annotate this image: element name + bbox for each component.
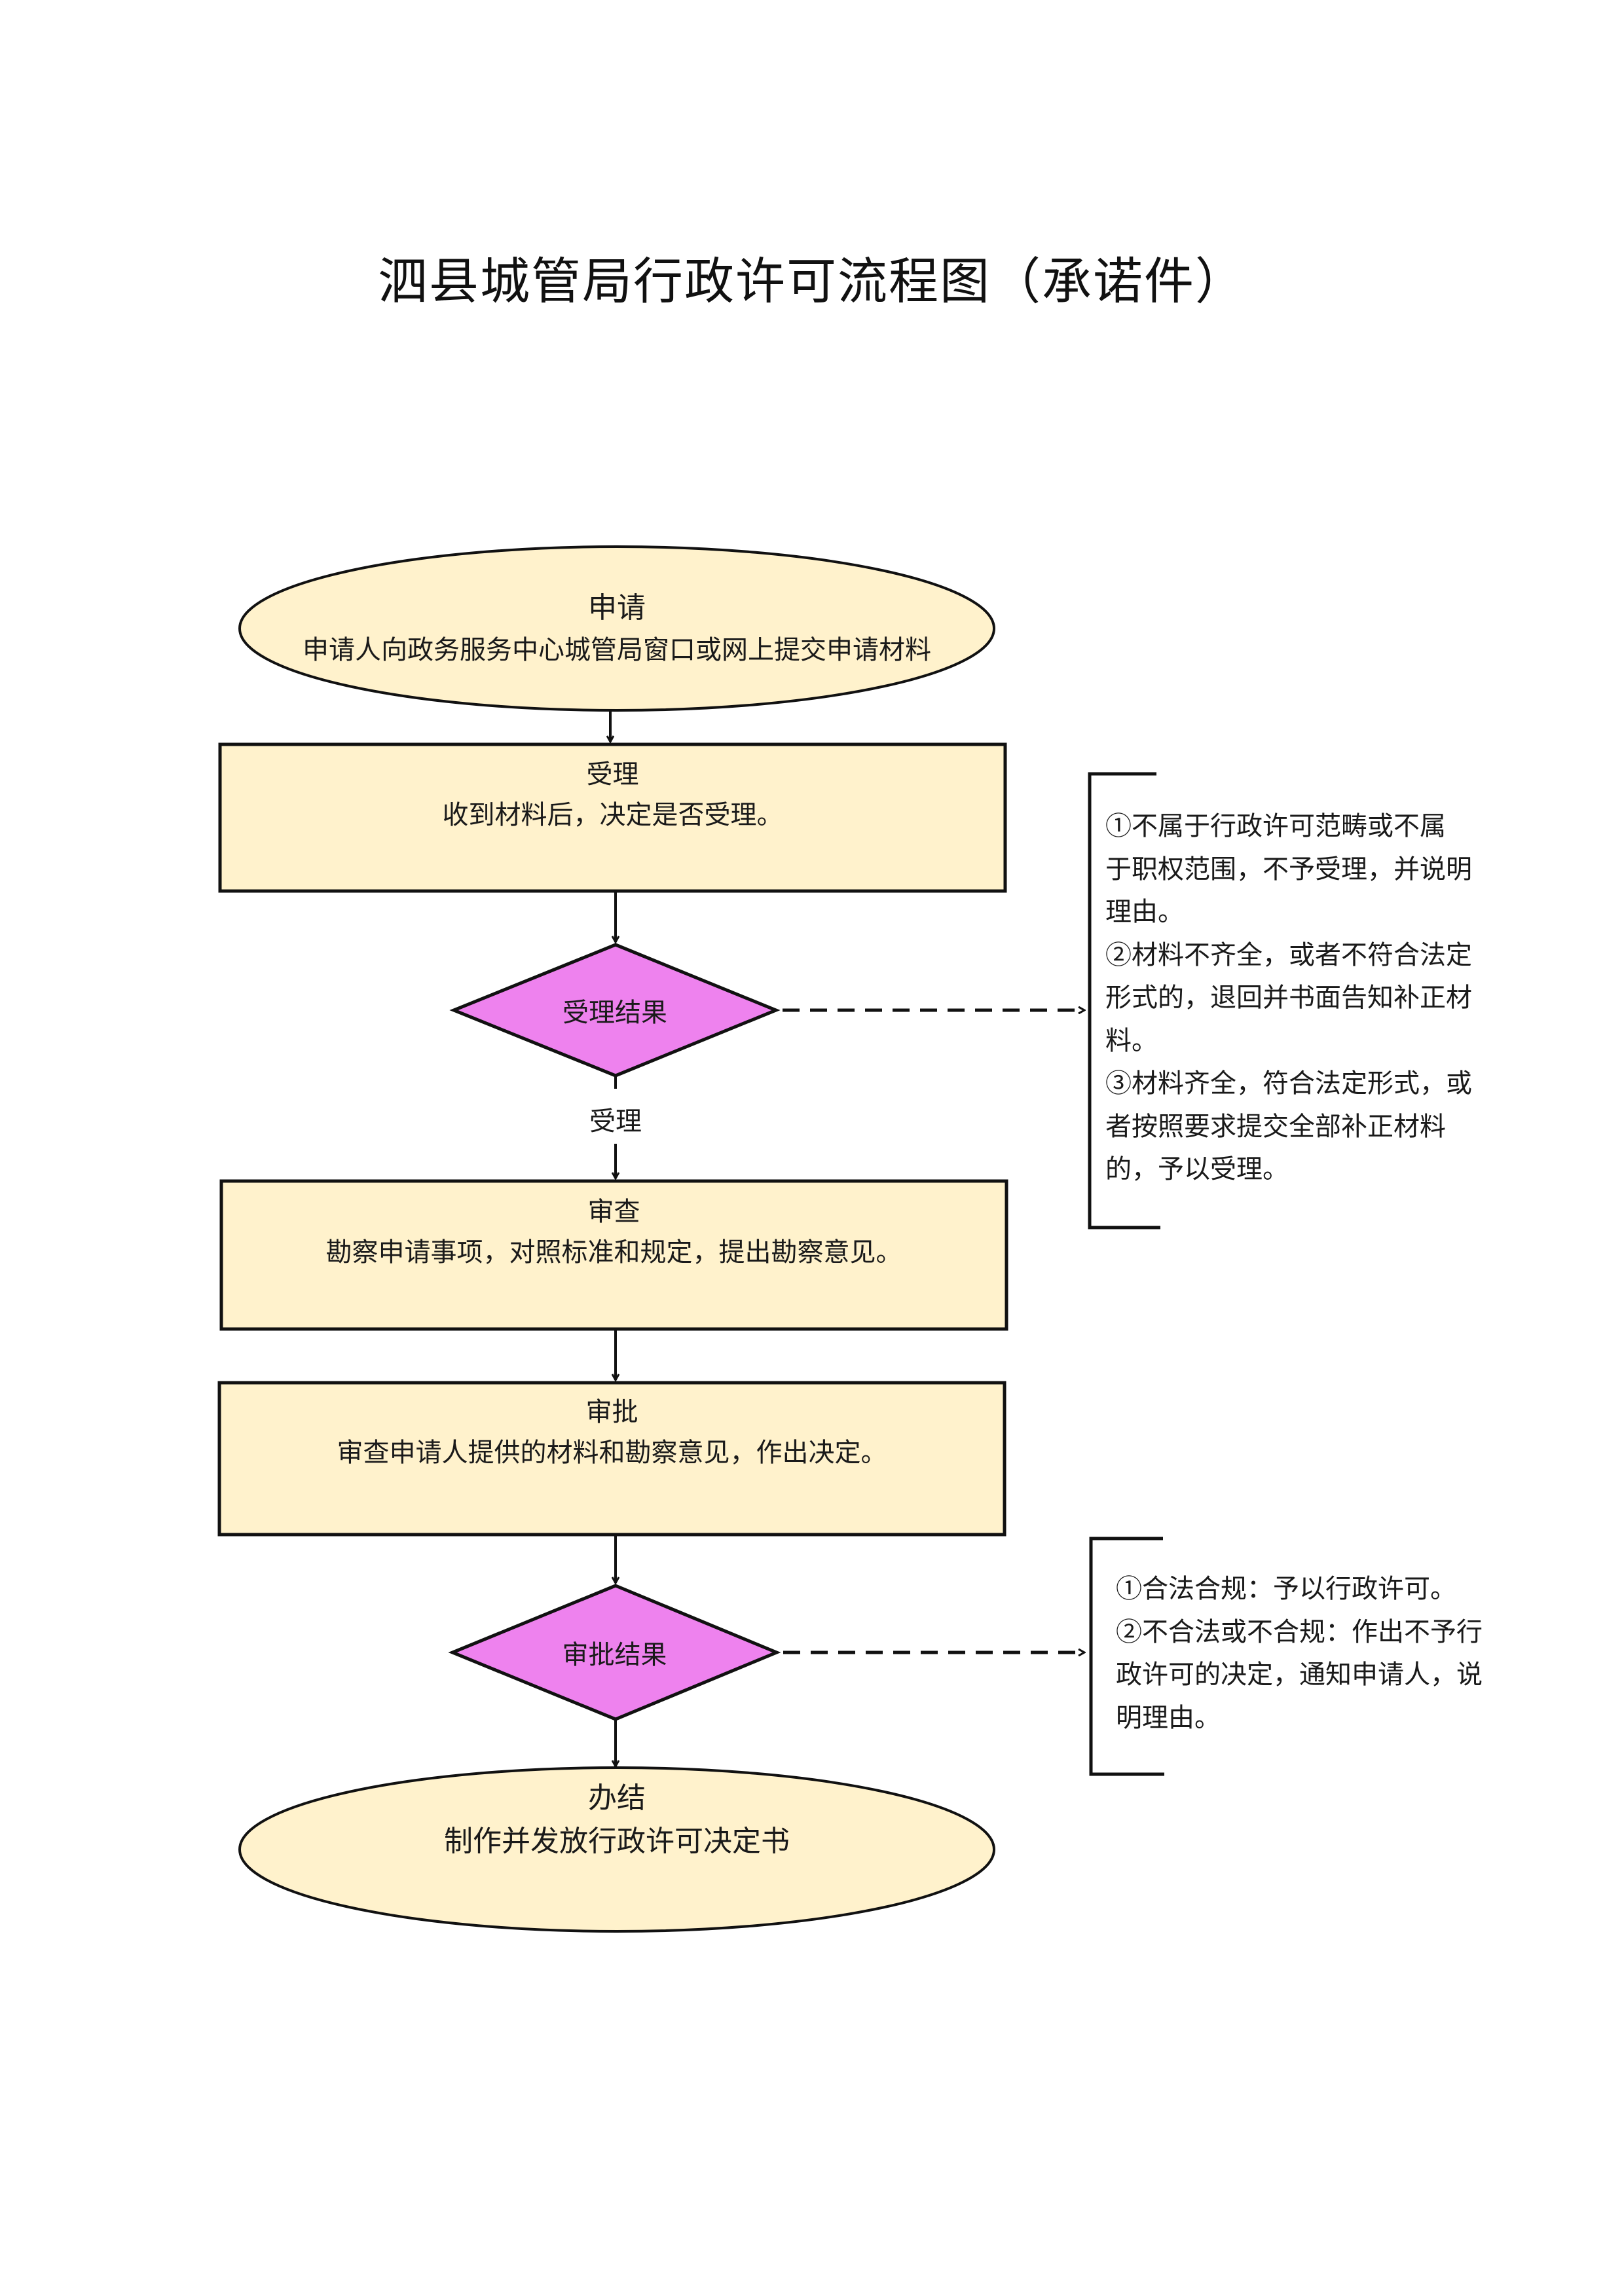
start-ellipse (238, 545, 995, 712)
accept-node-title: 受理 (586, 759, 639, 790)
accept-box (218, 742, 1007, 893)
note-line: 者按照要求提交全部补正材料 (1105, 1111, 1446, 1142)
approve-node-title: 审批 (585, 1397, 638, 1427)
review-box (219, 1179, 1008, 1331)
end-node-title: 办结 (588, 1781, 646, 1815)
note-line: ②材料不齐全，或者不符合法定 (1105, 939, 1472, 970)
note-line: 的，予以受理。 (1105, 1154, 1289, 1184)
note-bracket-accept (1088, 772, 1160, 1230)
accept-node-text: 收到材料后，决定是否受理。 (442, 800, 783, 830)
start-node-text: 申请人向政务服务中心城管局窗口或网上提交申请材料 (303, 635, 931, 665)
edge-label-accept: 受理 (589, 1106, 642, 1137)
note-bracket-approve (1089, 1537, 1164, 1776)
note-line: ③材料齐全，符合法定形式，或 (1105, 1068, 1472, 1099)
note-line: ②不合法或不合规：作出不予行 (1116, 1616, 1483, 1647)
end-node-text: 制作并发放行政许可决定书 (444, 1825, 790, 1858)
note-line: 形式的，退回并书面告知补正材 (1105, 983, 1472, 1013)
note-line: 政许可的决定，通知申请人，说 (1116, 1660, 1483, 1690)
review-node-text: 勘察申请事项，对照标准和规定，提出勘察意见。 (325, 1237, 902, 1267)
start-node-title: 申请 (588, 591, 646, 625)
note-approve-result: ①合法合规：予以行政许可。 ②不合法或不合规：作出不予行 政许可的决定，通知申请… (1116, 1568, 1548, 1740)
review-node: 审查 勘察申请事项，对照标准和规定，提出勘察意见。 (221, 1190, 1006, 1274)
note-line: 料。 (1105, 1025, 1158, 1056)
end-node: 办结 制作并发放行政许可决定书 (242, 1774, 991, 1866)
note-accept-result: ①不属于行政许可范畴或不属 于职权范围，不予受理，并说明 理由。 ②材料不齐全，… (1105, 805, 1538, 1192)
approve-node-text: 审查申请人提供的材料和勘察意见，作出决定。 (337, 1438, 887, 1468)
accept-node: 受理 收到材料后，决定是否受理。 (220, 753, 1005, 837)
note-line: ①合法合规：予以行政许可。 (1116, 1574, 1456, 1604)
approve-result-label: 审批结果 (562, 1640, 667, 1670)
review-node-title: 审查 (587, 1197, 640, 1227)
note-line: 于职权范围，不予受理，并说明 (1105, 854, 1472, 884)
start-node: 申请 申请人向政务服务中心城管局窗口或网上提交申请材料 (242, 553, 991, 704)
note-line: 理由。 (1105, 897, 1184, 927)
note-line: 明理由。 (1116, 1702, 1221, 1733)
note-line: ①不属于行政许可范畴或不属 (1105, 811, 1446, 841)
accept-result-label: 受理结果 (563, 998, 667, 1028)
end-ellipse (238, 1766, 995, 1933)
approve-box (217, 1381, 1006, 1537)
page-title: 泗县城管局行政许可流程图（承诺件） (378, 252, 1246, 310)
approve-node: 审批 审查申请人提供的材料和勘察意见，作出决定。 (219, 1391, 1005, 1474)
